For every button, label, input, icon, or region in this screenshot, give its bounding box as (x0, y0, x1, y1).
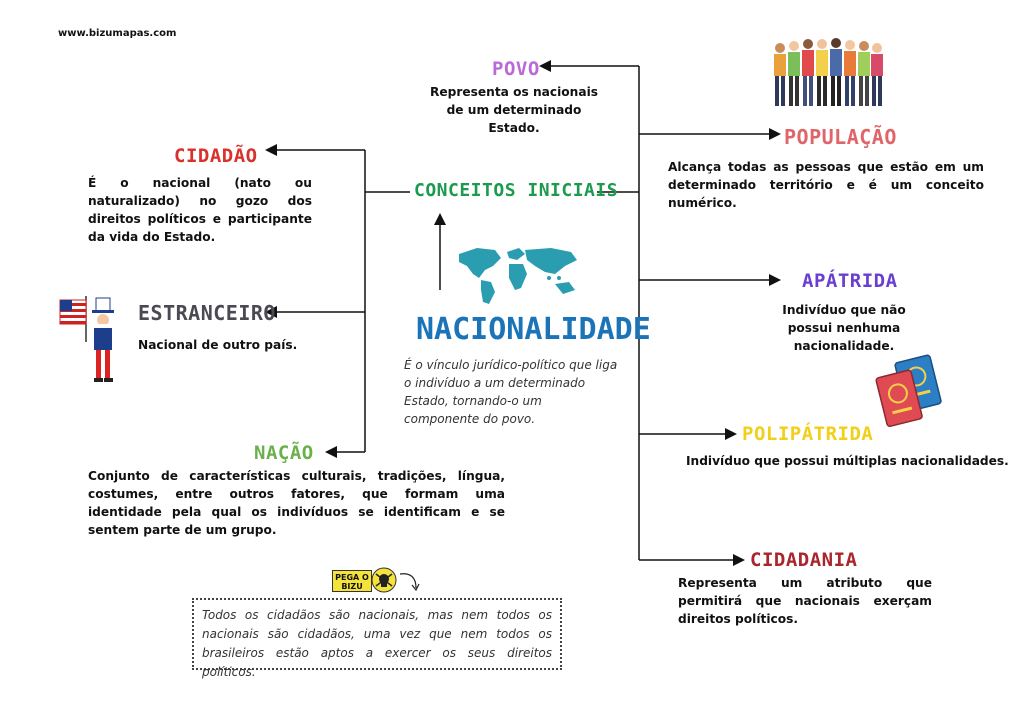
estrangeiro-text: Nacional de outro país. (138, 338, 298, 352)
cidadania-text: Representa um atributo que permitirá que… (678, 576, 932, 626)
polipatrida-title: POLIPÁTRIDA (742, 423, 874, 445)
skull-icon (371, 567, 420, 593)
cidadao-text: É o nacional (nato ou naturalizado) no g… (88, 176, 312, 244)
passports-icon (875, 354, 942, 428)
pega-o-bizu-badge: PEGA O BIZU (332, 570, 372, 592)
nacao-title: NAÇÃO (254, 442, 314, 464)
cidadania-title: CIDADANIA (750, 549, 858, 571)
apatrida-text: Indivíduo que não possui nenhuma naciona… (782, 303, 906, 353)
nacao-text: Conjunto de características culturais, t… (88, 469, 505, 537)
polipatrida-text: Indivíduo que possui múltiplas nacionali… (686, 454, 1009, 468)
people-group-icon (774, 38, 883, 106)
site-url: www.bizumapas.com (58, 28, 177, 39)
povo-title: POVO (492, 58, 540, 80)
nacionalidade-title: NACIONALIDADE (416, 312, 651, 347)
populacao-title: POPULAÇÃO (784, 125, 897, 149)
bizu-tip-box: Todos os cidadãos são nacionais, mas nem… (192, 598, 562, 679)
populacao-text: Alcança todas as pessoas que estão em um… (668, 160, 984, 210)
apatrida-title: APÁTRIDA (802, 270, 898, 292)
conceitos-iniciais-title: CONCEITOS INICIAIS (414, 180, 619, 201)
cidadao-title: CIDADÃO (174, 145, 258, 167)
uncle-sam-flag-icon (59, 296, 114, 382)
nacionalidade-definition: É o vínculo jurídico-político que liga o… (404, 358, 618, 426)
povo-text: Representa os nacionais de um determinad… (429, 85, 599, 135)
estrangeiro-title: ESTRANCEIRO (138, 301, 276, 325)
world-map-icon (459, 248, 577, 304)
